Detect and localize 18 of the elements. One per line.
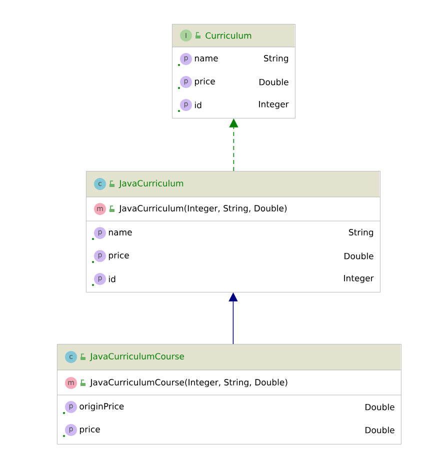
node-label: JavaCurriculum(Integer, String, Double) (118, 204, 287, 214)
node-label: price (80, 426, 100, 434)
node-label: name (194, 56, 218, 62)
node-label: name (108, 230, 132, 236)
node-label: price (194, 78, 215, 86)
type-text: Double (344, 252, 374, 260)
node-label: id (195, 102, 202, 108)
type-text: String (264, 54, 288, 64)
type-text: String (349, 228, 374, 238)
node-label: JavaCurriculumCourse(Integer, String, Double) (90, 378, 288, 388)
node-label: originPrice (80, 402, 124, 412)
type-text: Integer (344, 275, 374, 283)
type-text: Double (366, 426, 394, 434)
node-label: id (109, 276, 116, 282)
type-text: Integer (259, 101, 289, 109)
type-text: Double (260, 78, 288, 86)
type-text: Double (366, 404, 394, 410)
node-label: price (108, 252, 129, 260)
